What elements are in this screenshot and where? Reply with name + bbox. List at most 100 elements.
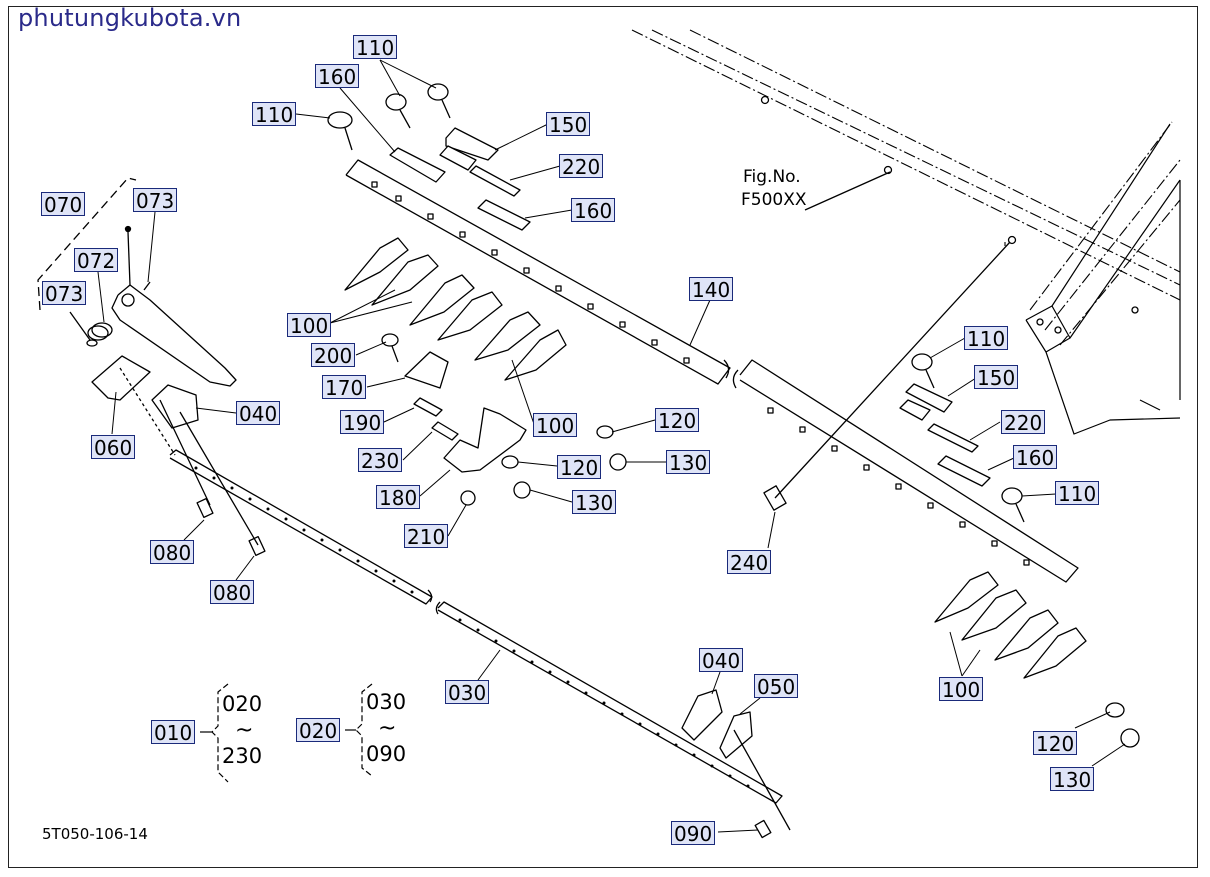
figure-code: 5T050-106-14 <box>42 825 148 843</box>
plate-190 <box>413 397 443 417</box>
clip-150-b <box>899 383 953 421</box>
nut-130-a <box>609 453 627 471</box>
bolt-090 <box>754 819 772 839</box>
bar-030-holes <box>194 466 750 788</box>
callout-180: 180 <box>376 485 421 510</box>
nut-210 <box>460 490 476 506</box>
callout-160-right: 160 <box>1013 445 1058 470</box>
washer-120-a <box>596 425 614 439</box>
group-070-outline <box>37 177 137 311</box>
callout-050: 050 <box>754 674 799 699</box>
plate-220-b <box>927 423 979 453</box>
frame-bolts <box>760 95 1139 334</box>
bracket-180 <box>443 407 527 473</box>
plate-060 <box>91 355 151 401</box>
plate-160-b <box>477 199 531 231</box>
frame-reference-outline <box>631 29 1181 346</box>
callout-080-a: 080 <box>150 540 195 565</box>
bolt-080a <box>196 497 214 519</box>
group-010-from: 020 <box>222 692 263 716</box>
callout-120-upper-a: 120 <box>655 408 700 433</box>
washer-120-b <box>501 455 519 469</box>
callout-110-top: 110 <box>353 35 398 60</box>
plate-050 <box>719 711 753 759</box>
plate-220-a <box>469 165 521 197</box>
bolt-110-b <box>385 93 411 129</box>
guard-100-group-b <box>934 571 1087 679</box>
end-bracket-070 <box>111 225 237 387</box>
bolt-110-c <box>427 83 451 119</box>
bolt-110-e <box>1001 487 1025 523</box>
group-010-code: 010 <box>151 720 196 745</box>
group-brackets <box>200 683 373 783</box>
callout-072: 072 <box>74 248 119 273</box>
plate-040-left <box>151 384 199 429</box>
callout-230: 230 <box>358 448 403 473</box>
callout-040-right: 040 <box>699 648 744 673</box>
callout-110-left: 110 <box>252 102 297 127</box>
watermark: phutungkubota.vn <box>18 4 242 32</box>
guard-100-group-a <box>344 237 567 381</box>
nut-130-c <box>1120 728 1140 748</box>
callout-160-mid: 160 <box>571 198 616 223</box>
callout-200: 200 <box>311 343 356 368</box>
callout-150-right: 150 <box>974 365 1019 390</box>
callout-110-right-bottom: 110 <box>1055 481 1100 506</box>
drawing-frame <box>8 6 1198 868</box>
roller-072 <box>87 322 113 341</box>
fig-ref-line2: F500XX <box>741 190 807 210</box>
bolt-110-d <box>911 353 935 389</box>
callout-060: 060 <box>91 435 136 460</box>
plate-230 <box>431 421 459 441</box>
callout-100-upper-left: 100 <box>287 313 332 338</box>
callout-160-top: 160 <box>315 64 360 89</box>
clip-150-a <box>439 127 499 171</box>
bar-140-holes <box>371 181 1030 566</box>
callout-210: 210 <box>404 524 449 549</box>
callout-220-right: 220 <box>1001 410 1046 435</box>
callout-220-top: 220 <box>559 154 604 179</box>
washer-120-c <box>1105 702 1125 718</box>
leader-lines <box>97 59 1126 833</box>
callout-120-lower: 120 <box>1033 731 1078 756</box>
callout-140: 140 <box>689 277 734 302</box>
plate-170 <box>404 351 449 389</box>
bar-030 <box>169 449 783 804</box>
bolt-200 <box>381 333 399 363</box>
bolt-110-a <box>327 111 353 151</box>
bolt-080b <box>248 535 266 557</box>
callout-073-left: 073 <box>42 281 87 306</box>
group-010-to: 230 <box>222 744 263 768</box>
callout-130-upper-b: 130 <box>572 490 617 515</box>
nut-130-b <box>513 481 531 499</box>
fig-ref-leader <box>804 171 891 211</box>
callout-080-b: 080 <box>210 580 255 605</box>
callout-240: 240 <box>727 550 772 575</box>
callout-070: 070 <box>41 192 86 217</box>
group-020-code: 020 <box>296 718 341 743</box>
callout-150-top: 150 <box>546 112 591 137</box>
group-010-sep: ~ <box>235 718 254 743</box>
plate-160-c <box>937 455 991 487</box>
callout-110-right-top: 110 <box>964 326 1009 351</box>
frame-member <box>1025 123 1181 435</box>
fig-ref-line1: Fig.No. <box>743 167 801 187</box>
callout-100-upper-mid: 100 <box>533 413 578 438</box>
callout-130-upper-a: 130 <box>666 450 711 475</box>
pin-073 <box>69 281 151 347</box>
callout-100-lower: 100 <box>939 677 984 702</box>
callout-090: 090 <box>671 821 716 846</box>
callout-040-left: 040 <box>236 401 281 426</box>
group-020-from: 030 <box>366 690 407 714</box>
callout-130-lower: 130 <box>1050 767 1095 792</box>
plate-040-right <box>681 689 723 741</box>
callout-190: 190 <box>340 410 385 435</box>
callout-120-upper-b: 120 <box>557 455 602 480</box>
callout-030: 030 <box>445 680 490 705</box>
callout-170: 170 <box>322 375 367 400</box>
group-020-sep: ~ <box>378 716 397 741</box>
callout-073-top: 073 <box>133 188 178 213</box>
group-020-to: 090 <box>366 742 407 766</box>
plate-160-a <box>389 147 446 183</box>
